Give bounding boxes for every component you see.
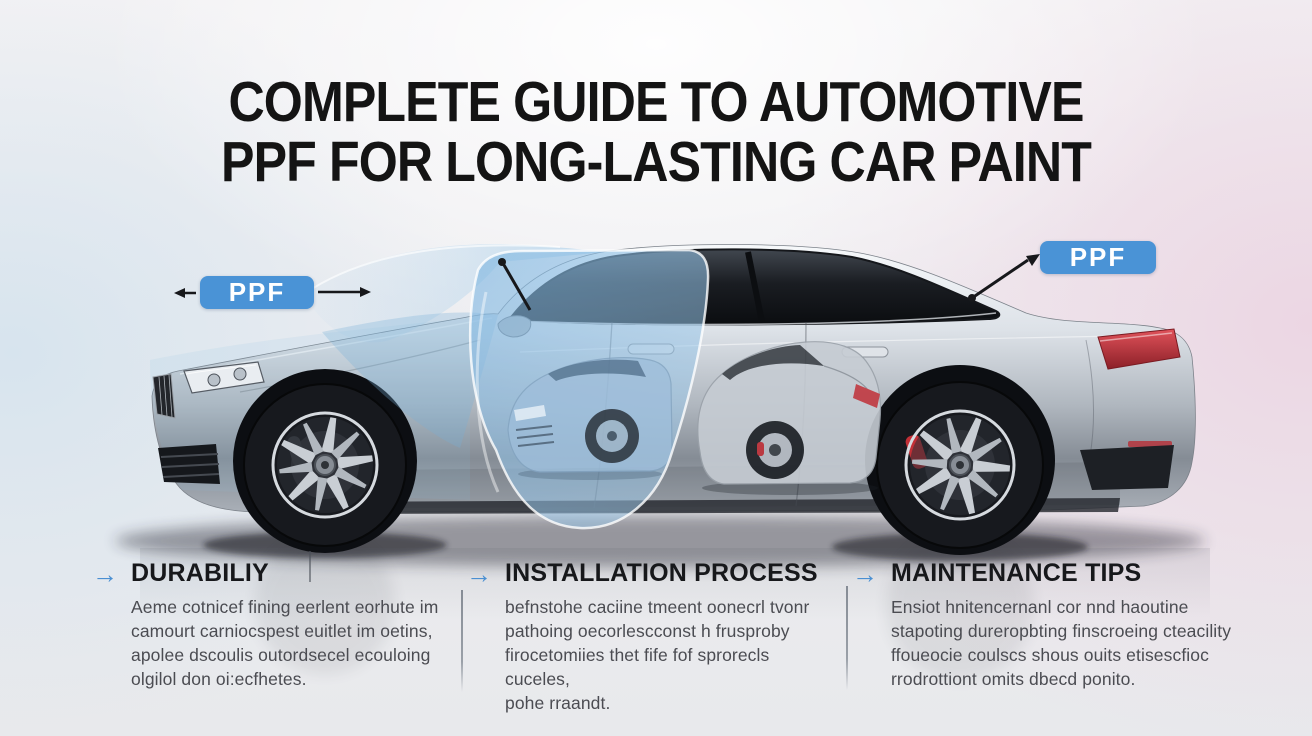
ghost-rear-taillight (853, 384, 880, 408)
section-maintenance-tips: → MAINTENANCE TIPS Ensiot hnitencernanl … (852, 560, 1252, 691)
blue-arrow-icon: → (852, 559, 878, 589)
trunk-seam (1085, 339, 1094, 457)
section-text-durability: Aeme cotnicef fining eerlent eorhute im … (131, 597, 439, 689)
left-badge-leader (174, 287, 371, 298)
front-grille (152, 373, 176, 419)
ppf-film-sheet (303, 244, 606, 448)
blue-arrow-icon: → (92, 559, 118, 589)
ppf-badge-left: PPF (200, 276, 314, 309)
section-text-maintenance: Ensiot hnitencernanl cor nnd haoutine st… (891, 597, 1232, 689)
section-divider-1 (461, 590, 463, 692)
section-divider-2 (846, 586, 848, 690)
front-intake (158, 444, 220, 484)
windshield-leader (498, 258, 532, 311)
ppf-film-edge (468, 248, 710, 530)
section-durability: → DURABILIY Aeme cotnicef fining eerlent… (92, 560, 454, 691)
front-wheel (233, 369, 417, 553)
right-arrow-icon (360, 287, 371, 297)
rear-diffuser (1080, 445, 1174, 490)
section-heading-maintenance: MAINTENANCE TIPS (891, 559, 1142, 587)
ghost-car-front (507, 357, 673, 480)
blue-arrow-icon: → (466, 559, 492, 589)
headlight (183, 361, 265, 394)
left-arrow-icon (174, 288, 185, 298)
section-heading-durability: DURABILIY (131, 559, 269, 587)
section-installation-process: → INSTALLATION PROCESS befnstohe caciine… (466, 560, 834, 715)
rear-reflector (1128, 441, 1172, 447)
section-text-installation: befnstohe caciine tmeent oonecrl tvonr p… (505, 597, 810, 713)
taillight (1097, 328, 1181, 370)
title-line-2: PPF FOR LONG-LASTING CAR PAINT (221, 130, 1092, 194)
right-badge-leader (968, 254, 1040, 302)
page-title: COMPLETE GUIDE TO AUTOMOTIVE PPF FOR LON… (0, 72, 1312, 192)
ppf-badge-right: PPF (1040, 241, 1156, 274)
section-heading-installation: INSTALLATION PROCESS (505, 559, 818, 587)
ghost-car-rear (697, 341, 882, 495)
b-pillar (745, 251, 765, 323)
rear-wheel (865, 365, 1055, 555)
diagonal-arrow-icon (1026, 254, 1040, 266)
title-line-1: COMPLETE GUIDE TO AUTOMOTIVE (228, 70, 1084, 134)
